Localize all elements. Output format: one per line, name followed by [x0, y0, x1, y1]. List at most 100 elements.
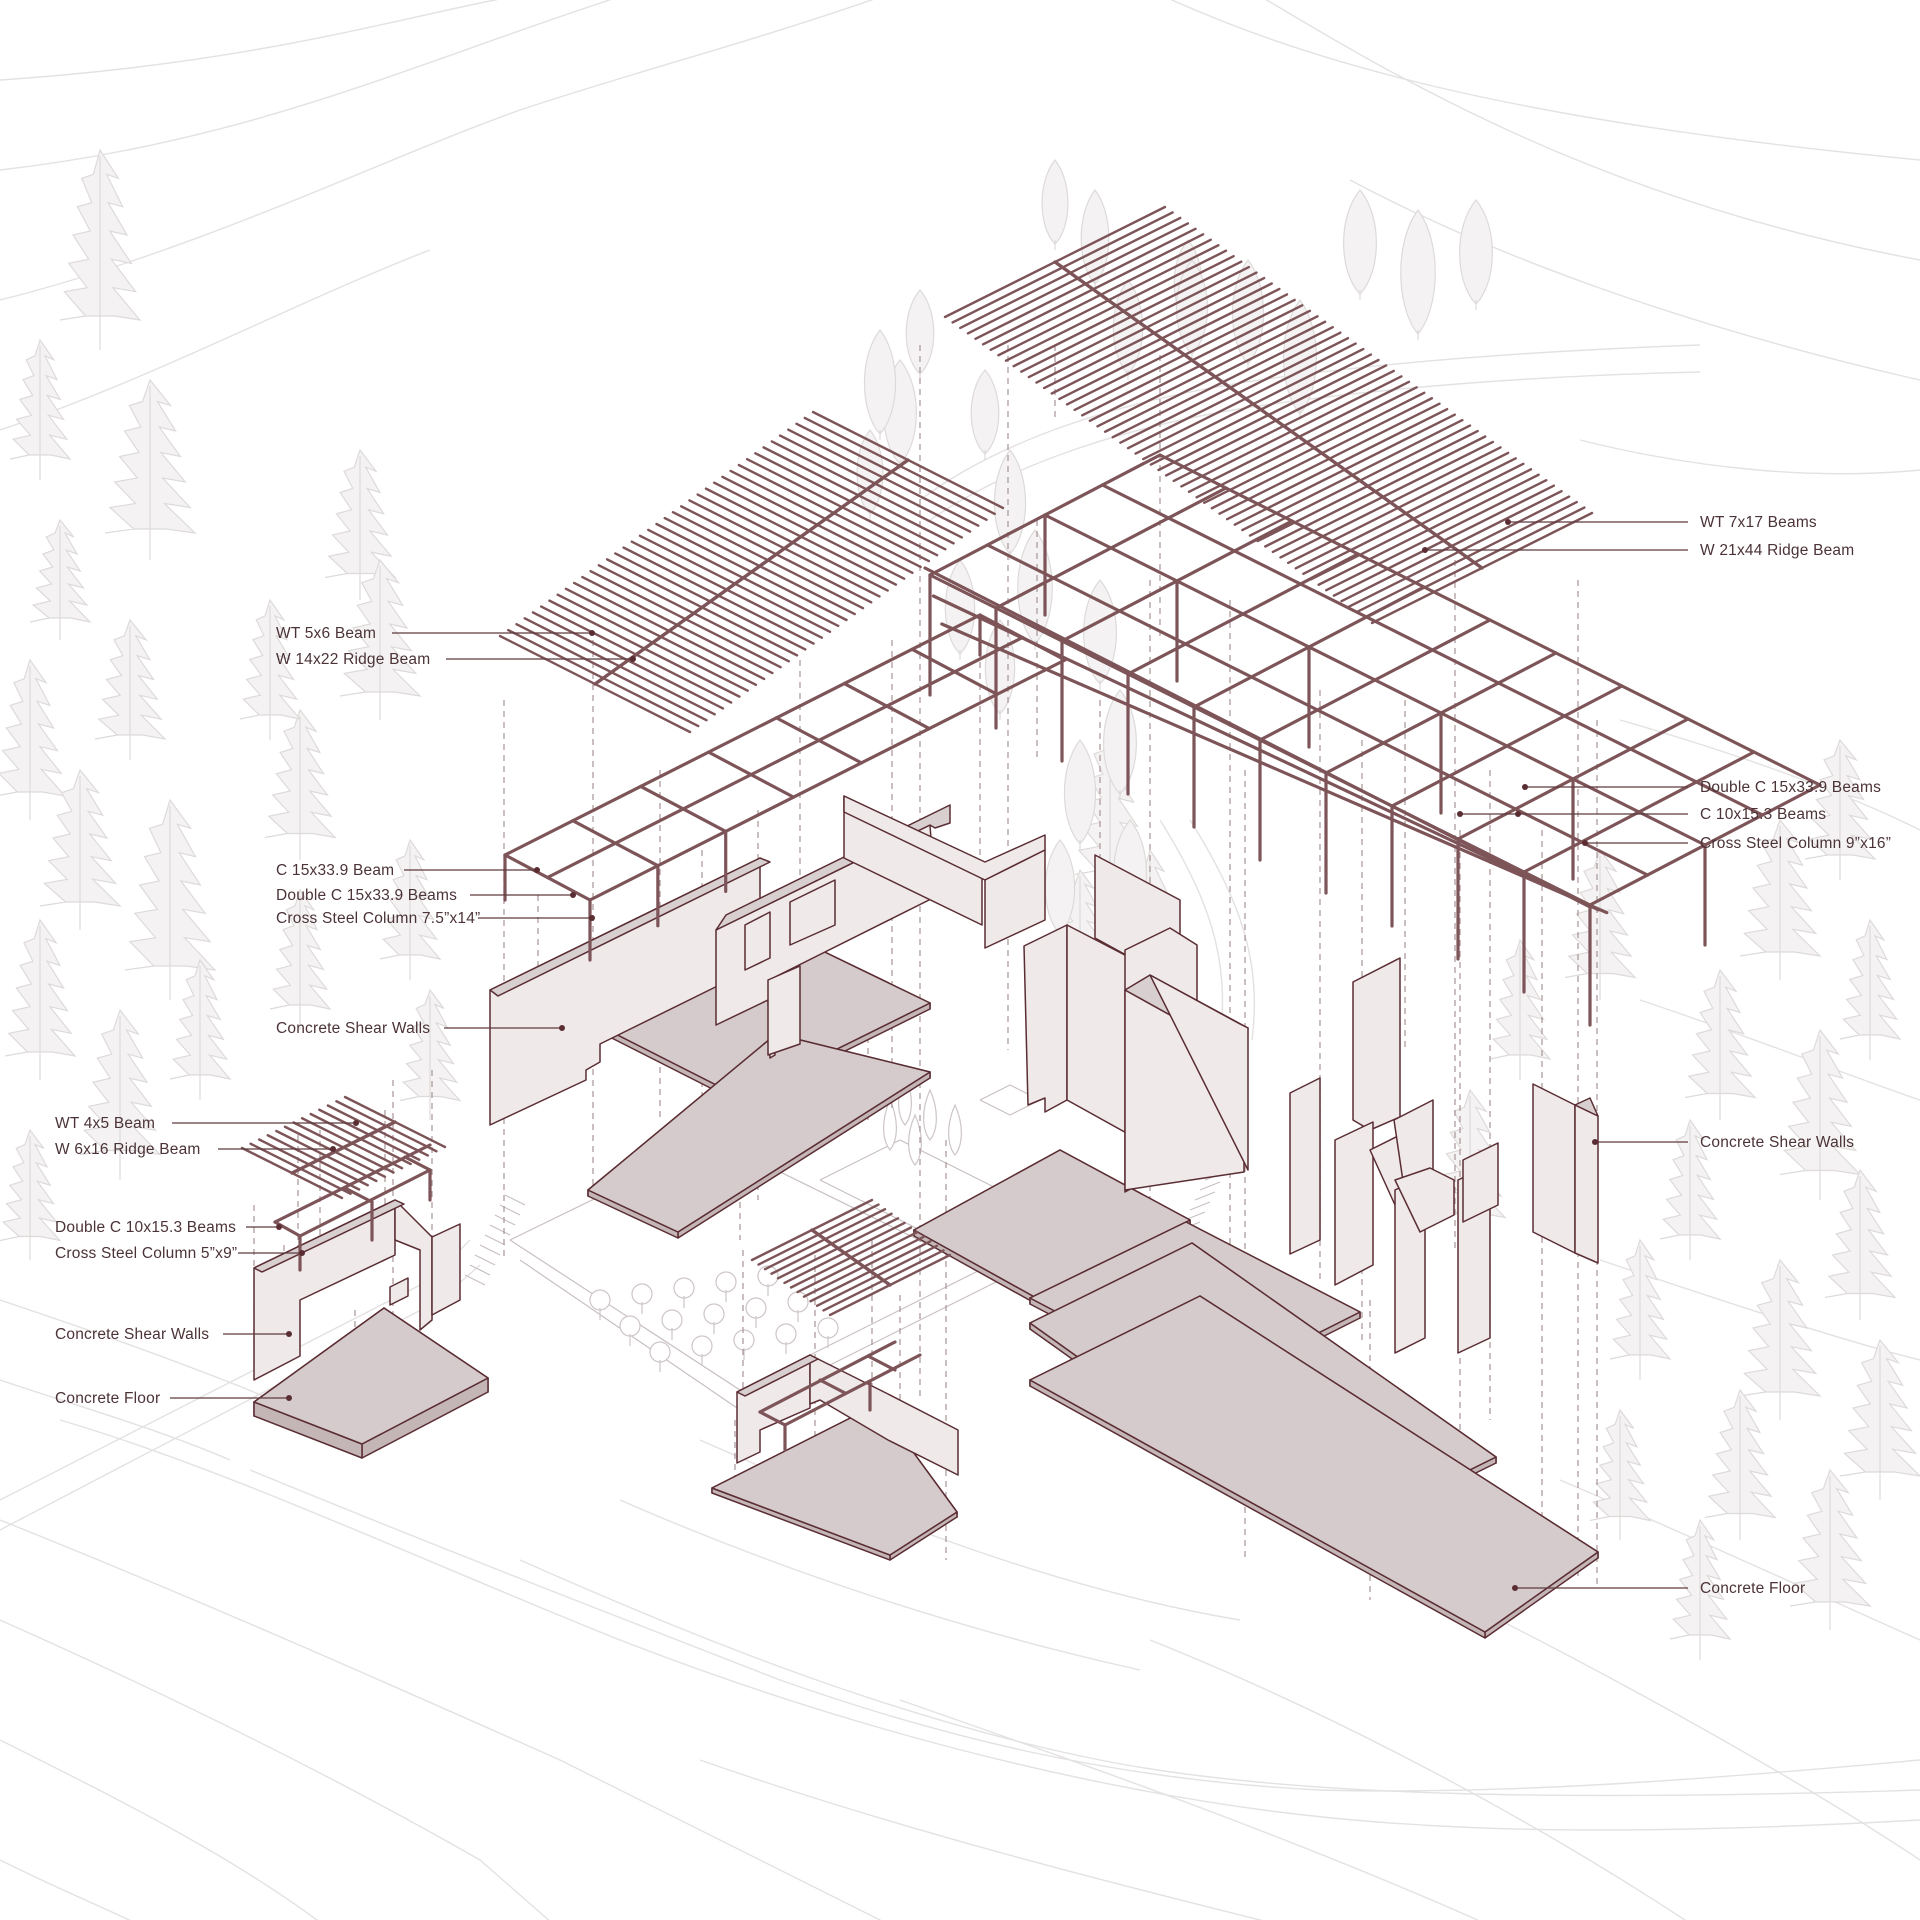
tree-icon	[1041, 159, 1069, 250]
contour-line	[249, 1469, 1920, 1792]
tree-icon	[1839, 1338, 1920, 1500]
callout-w-14x22: W 14x22 Ridge Beam	[276, 651, 636, 668]
contour-line	[59, 1419, 1920, 1831]
steel-beam-long	[758, 1340, 897, 1414]
roof-beam-grids	[240, 205, 1594, 1317]
tree-icon	[817, 1317, 839, 1348]
callout-cross-7x14: Cross Steel Column 7.5”x14”	[276, 910, 595, 927]
tree-icon	[379, 838, 442, 980]
callout-wt-5x6: WT 5x6 Beam	[276, 625, 595, 642]
shear-wall-small-back	[809, 1354, 959, 1476]
contour-line	[1639, 999, 1920, 1101]
contour-line	[0, 1519, 882, 1920]
tree-icon	[757, 1265, 779, 1296]
roof-grid-mid	[498, 410, 1005, 734]
shear-wall-freestanding-11	[1574, 1104, 1599, 1264]
contour-line	[1149, 1639, 1687, 1920]
tree-icon	[1589, 1408, 1652, 1540]
contour-line	[0, 1739, 318, 1920]
tree-icon	[79, 1008, 162, 1180]
callout-cross-9x16: Cross Steel Column 9”x16”	[1582, 835, 1891, 852]
stair-tread	[484, 1234, 506, 1246]
tree-icon	[169, 958, 232, 1100]
tree-icon	[619, 1315, 641, 1346]
tree-icon	[1739, 1258, 1822, 1420]
tree-icon	[970, 369, 1000, 460]
callout-double-c-15-left: Double C 15x33.9 Beams	[276, 887, 576, 904]
contour-line	[1170, 0, 1920, 161]
tree-icon	[269, 888, 332, 1030]
tree-icon	[775, 1323, 797, 1354]
shear-wall-small-top	[736, 1354, 819, 1397]
callout-wt-4x5: WT 4x5 Beam	[55, 1115, 359, 1132]
tree-icon	[649, 1341, 671, 1372]
callout-cross-5x9: Cross Steel Column 5”x9”	[55, 1245, 305, 1262]
shear-wall-mid-end	[984, 849, 1046, 949]
contour-line	[0, 0, 499, 81]
steel-beam-cross	[343, 1186, 374, 1204]
svg-text:Concrete Shear Walls: Concrete Shear Walls	[276, 1020, 430, 1037]
tree-icon	[863, 329, 897, 440]
contour-line	[899, 1699, 1480, 1920]
contour-line	[619, 1499, 1141, 1671]
tree-icon	[631, 1283, 653, 1314]
floor-slab-right-lower	[1029, 1295, 1599, 1639]
shear-wall-mid-long-top	[489, 857, 771, 997]
tree-icon	[661, 1309, 683, 1340]
tree-icon	[745, 1297, 767, 1328]
roof-grid-large	[943, 205, 1594, 625]
shear-wall-left-opening	[389, 1277, 409, 1306]
roof-grid-left	[240, 1095, 447, 1200]
contour-line	[0, 1619, 550, 1920]
road-edge	[929, 371, 1701, 521]
steel-beam-long	[545, 635, 1025, 880]
stair-tread	[494, 1214, 516, 1226]
shear-wall-mid-inner	[744, 911, 771, 971]
shear-wall-freestanding-1	[1289, 1077, 1321, 1255]
svg-text:WT 5x6 Beam: WT 5x6 Beam	[276, 625, 376, 642]
tree-icon	[0, 658, 67, 820]
tree-icon	[124, 798, 217, 1000]
stair-tread	[1199, 1181, 1221, 1191]
shear-wall-freestanding-10	[1532, 1083, 1576, 1254]
steel-beam-long	[1100, 483, 1765, 817]
tree-icon	[1839, 918, 1902, 1060]
stair-tread	[474, 1254, 496, 1266]
svg-text:W 14x22 Ridge Beam: W 14x22 Ridge Beam	[276, 651, 430, 668]
svg-text:Double C 10x15.3 Beams: Double C 10x15.3 Beams	[55, 1219, 236, 1236]
tree-icon	[1564, 848, 1637, 1000]
tree-icon	[883, 1098, 897, 1151]
callout-c-10-right: C 10x15.3 Beams	[1457, 806, 1826, 823]
stair-tread	[464, 1274, 486, 1286]
callout-floor-right: Concrete Floor	[1512, 1580, 1805, 1597]
tree-icon	[339, 558, 422, 720]
tree-icon	[1609, 1238, 1672, 1380]
tree-icon	[1739, 818, 1822, 980]
tree-icon	[908, 1113, 922, 1166]
svg-text:WT 4x5 Beam: WT 4x5 Beam	[55, 1115, 155, 1132]
tree-icon	[399, 988, 462, 1120]
svg-text:W 21x44 Ridge Beam: W 21x44 Ridge Beam	[1700, 542, 1854, 559]
contour-line	[1579, 439, 1920, 475]
tree-icon	[1659, 1118, 1722, 1260]
stair-tread	[1194, 1191, 1216, 1201]
shear-wall-freestanding-9	[1462, 1142, 1499, 1223]
path-edge	[1189, 819, 1255, 1041]
contour-line	[0, 0, 612, 171]
callout-double-c-10: Double C 10x15.3 Beams	[55, 1219, 282, 1236]
svg-text:W 6x16 Ridge Beam: W 6x16 Ridge Beam	[55, 1141, 201, 1158]
tree-icon	[4, 918, 77, 1080]
shear-wall-mid-room-side	[767, 965, 801, 1056]
roof-grid-small	[750, 1198, 952, 1317]
contour-line	[519, 1559, 1920, 1797]
tree-icon	[1400, 208, 1436, 340]
contour-line	[0, 1859, 131, 1920]
shear-wall-left-top	[253, 1199, 405, 1273]
steel-beam-cross	[818, 1378, 847, 1395]
svg-text:C 15x33.9 Beam: C 15x33.9 Beam	[276, 862, 394, 879]
tree-icon	[1789, 1468, 1872, 1630]
callouts: WT 7x17 Beams W 21x44 Ridge Beam Double …	[55, 514, 1891, 1597]
tree-icon	[1779, 1028, 1862, 1200]
tree-icon	[948, 1103, 962, 1156]
